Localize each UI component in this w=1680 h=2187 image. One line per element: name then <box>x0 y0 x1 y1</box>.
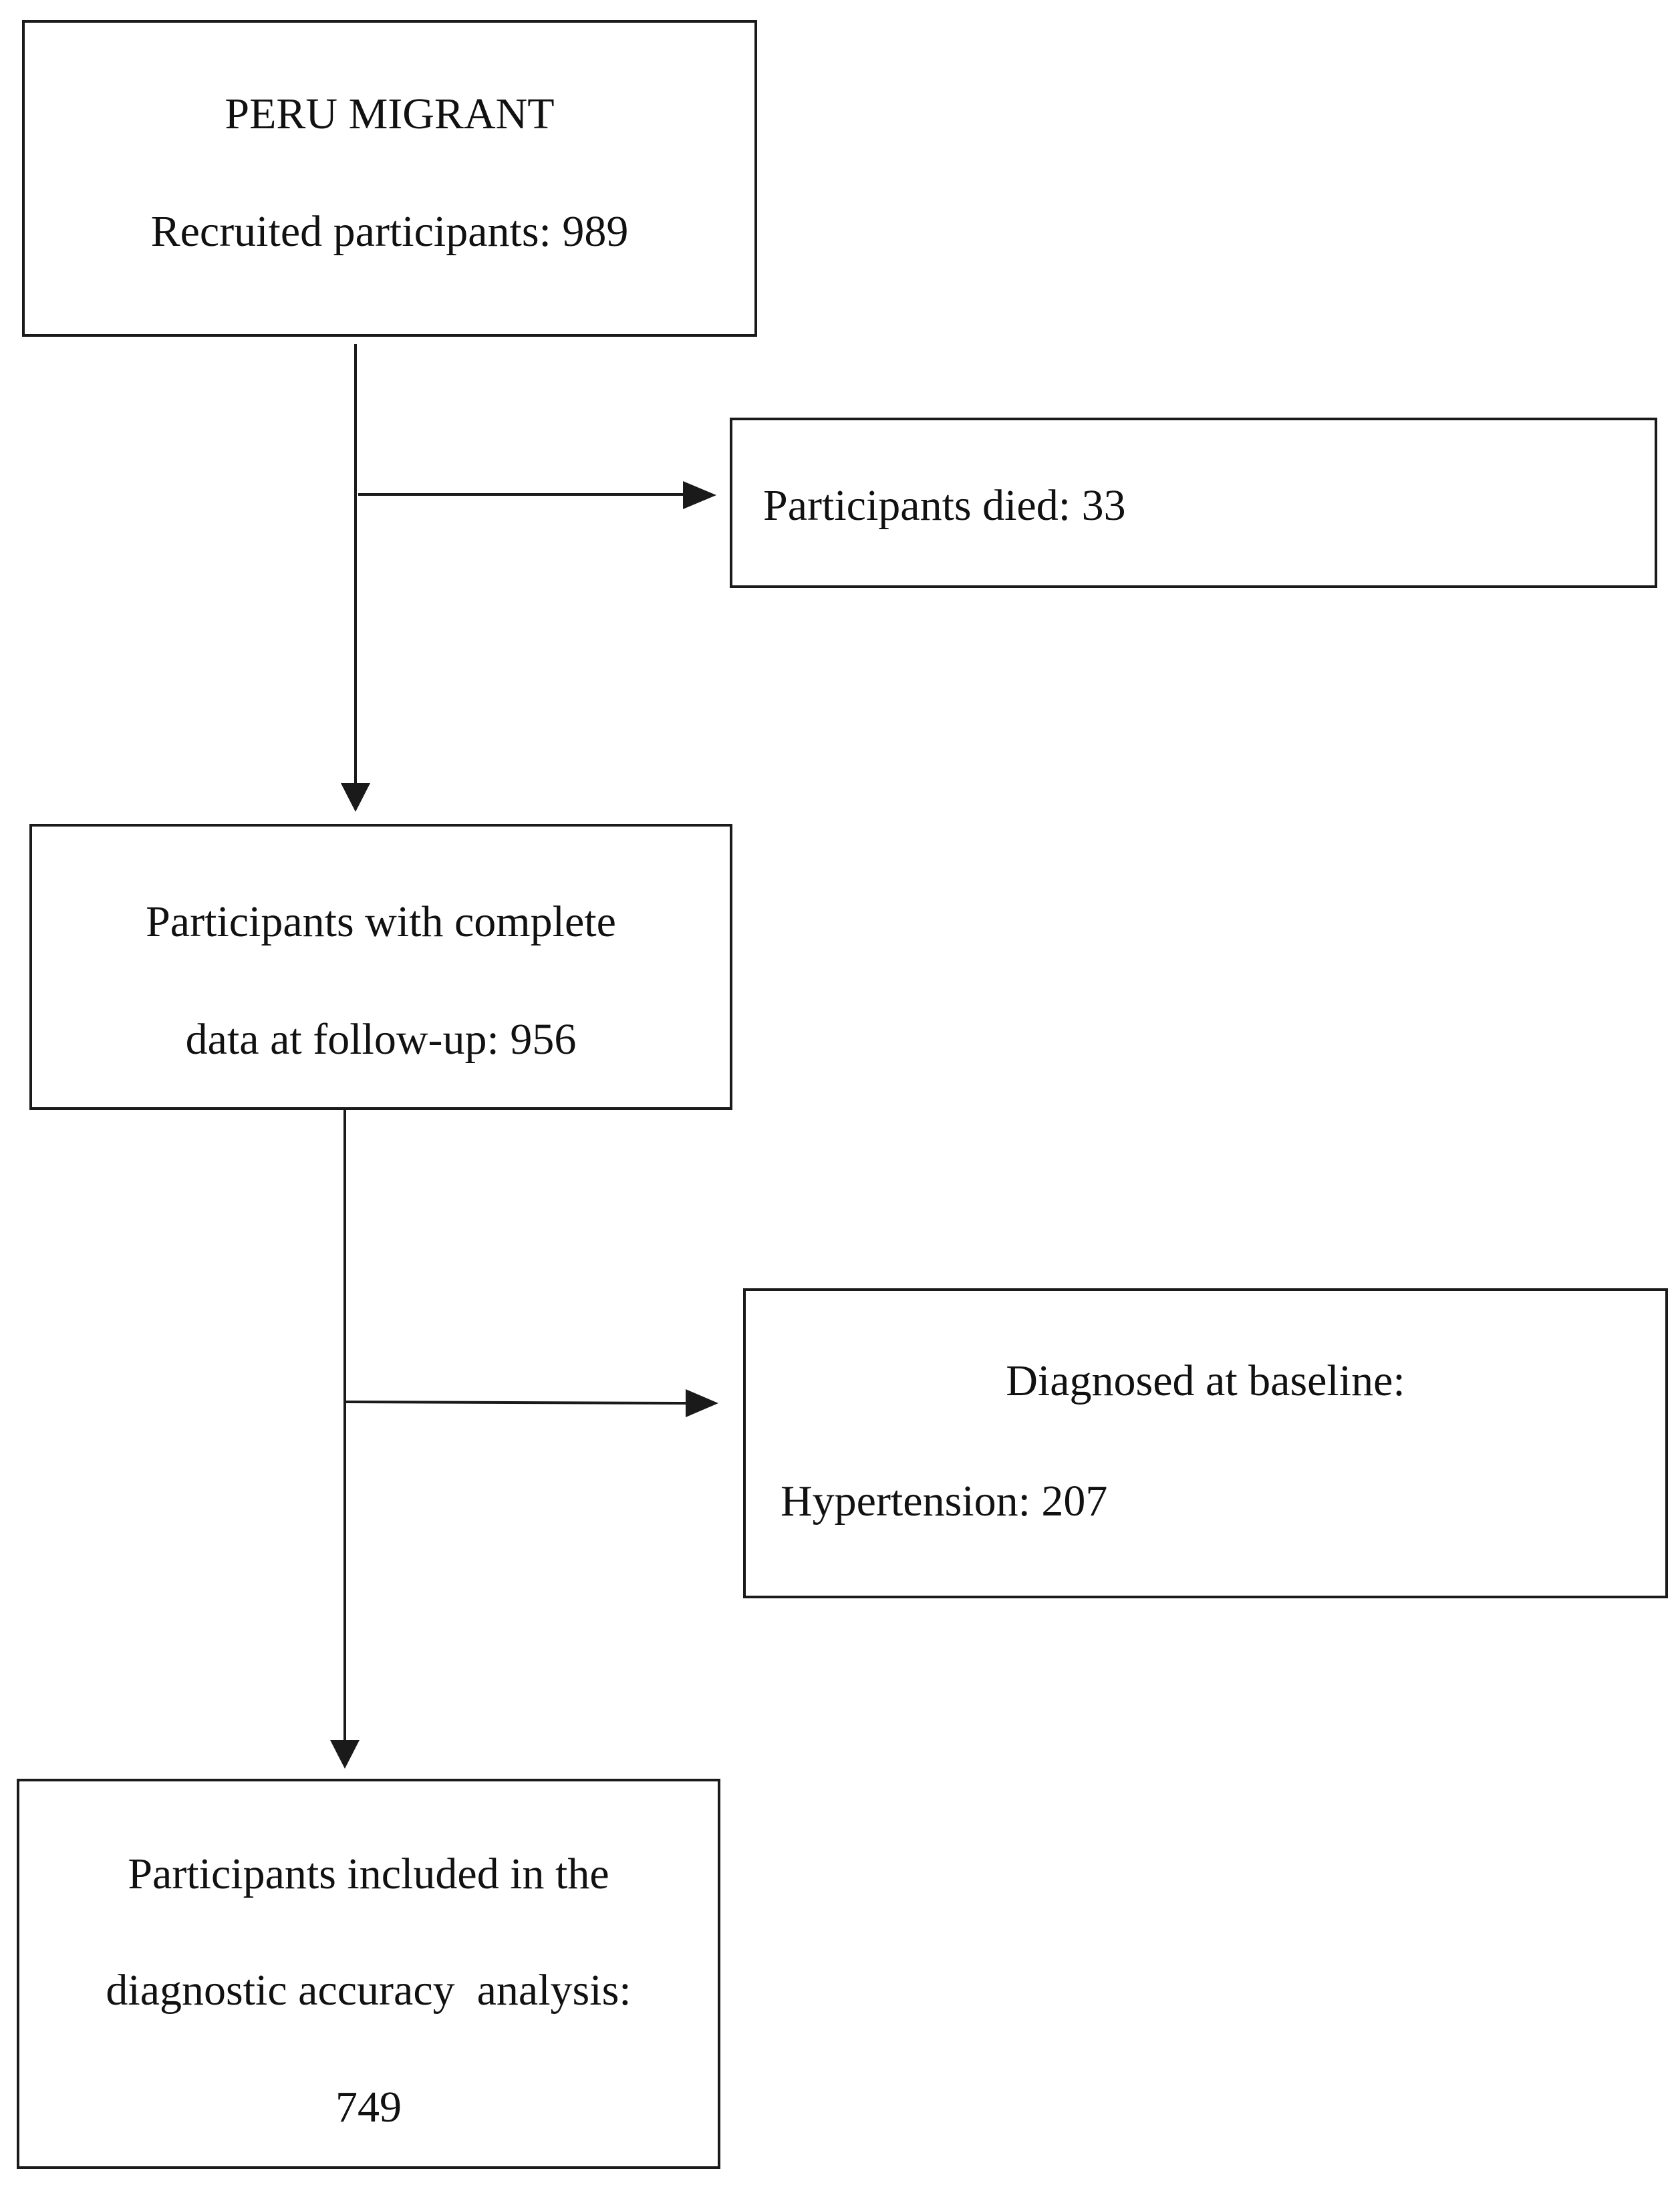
arrowhead-right-1 <box>683 481 716 509</box>
included-participants-box: Participants included in the diagnostic … <box>17 1779 720 2169</box>
study-name-label: PERU MIGRANT <box>225 90 555 138</box>
participants-died-box: Participants died: 33 <box>730 418 1657 588</box>
diagnosed-heading: Diagnosed at baseline: <box>1006 1356 1405 1405</box>
arrowhead-down-1 <box>341 783 370 812</box>
recruited-count-label: Recruited participants: 989 <box>150 207 629 256</box>
diagnosed-at-baseline-box: Diagnosed at baseline: Hypertension: 207 <box>743 1288 1668 1598</box>
included-line1: Participants included in the <box>128 1850 609 1898</box>
complete-data-line1: Participants with complete <box>146 897 616 946</box>
complete-data-box: Participants with complete data at follo… <box>29 824 732 1110</box>
died-count-label: Participants died: 33 <box>763 481 1126 530</box>
included-line2: diagnostic accuracy analysis: <box>106 1966 632 2015</box>
included-count-label: 749 <box>335 2083 402 2132</box>
complete-data-line2: data at follow-up: 956 <box>185 1015 577 1064</box>
connector-to-diagnosed <box>345 1401 689 1405</box>
arrowhead-right-2 <box>686 1389 718 1417</box>
arrowhead-down-2 <box>330 1740 360 1769</box>
recruited-participants-box: PERU MIGRANT Recruited participants: 989 <box>22 20 757 337</box>
hypertension-count-label: Hypertension: 207 <box>781 1477 1108 1525</box>
